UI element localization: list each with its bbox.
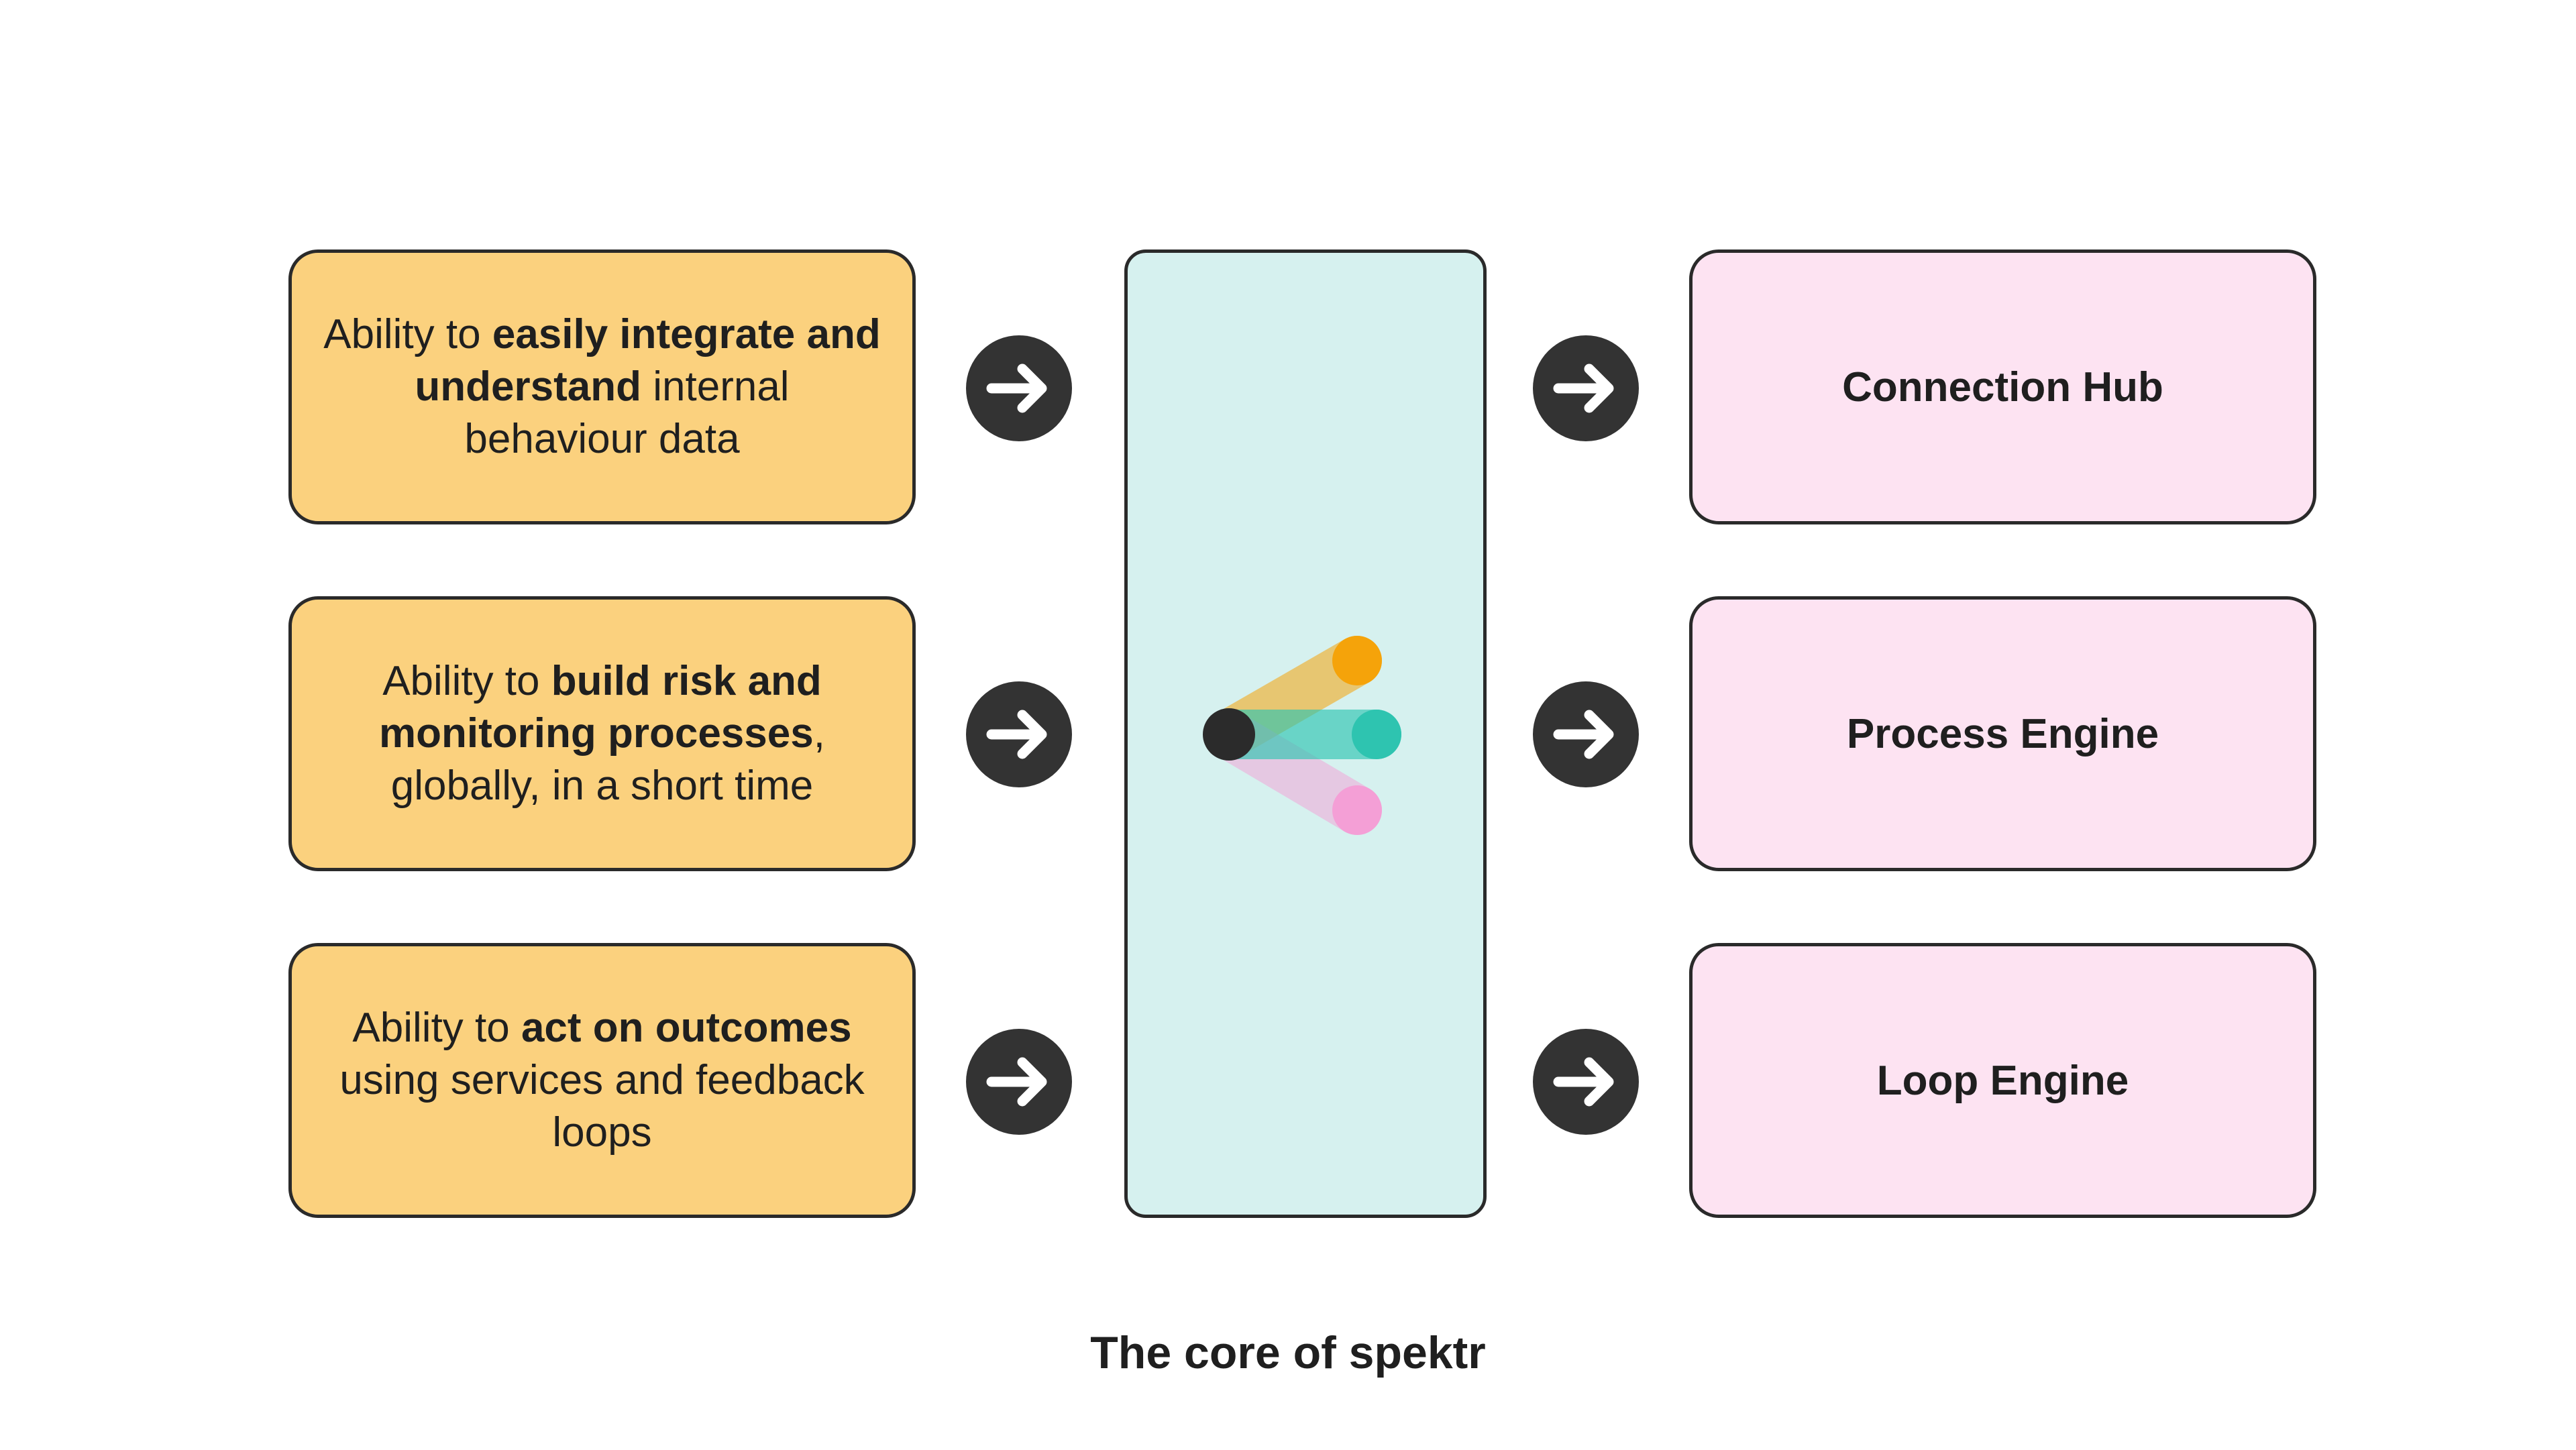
capability-text: Ability to build risk and monitoring pro… [379,658,825,809]
component-label: Connection Hub [1842,364,2163,410]
diagram-caption: The core of spektr [1090,1327,1486,1378]
arrow-right-icon [1533,681,1639,787]
arrow-right-icon [966,681,1072,787]
component-card-process-engine: Process Engine [1689,596,2316,871]
arrow-right-icon [1533,335,1639,441]
component-label: Process Engine [1846,710,2159,757]
capability-card-build: Ability to build risk and monitoring pro… [288,596,916,871]
capability-card-integrate: Ability to easily integrate and understa… [288,249,916,524]
spektr-logo [1203,636,1401,835]
component-card-connection-hub: Connection Hub [1689,249,2316,524]
component-label: Loop Engine [1876,1057,2129,1104]
capability-text: Ability to easily integrate and understa… [323,311,881,462]
arrow-right-icon [1533,1029,1639,1135]
capability-card-act: Ability to act on outcomes using service… [288,943,916,1218]
component-card-loop-engine: Loop Engine [1689,943,2316,1218]
arrow-right-icon [966,1029,1072,1135]
capability-text: Ability to act on outcomes using service… [339,1005,865,1156]
arrow-right-icon [966,335,1072,441]
